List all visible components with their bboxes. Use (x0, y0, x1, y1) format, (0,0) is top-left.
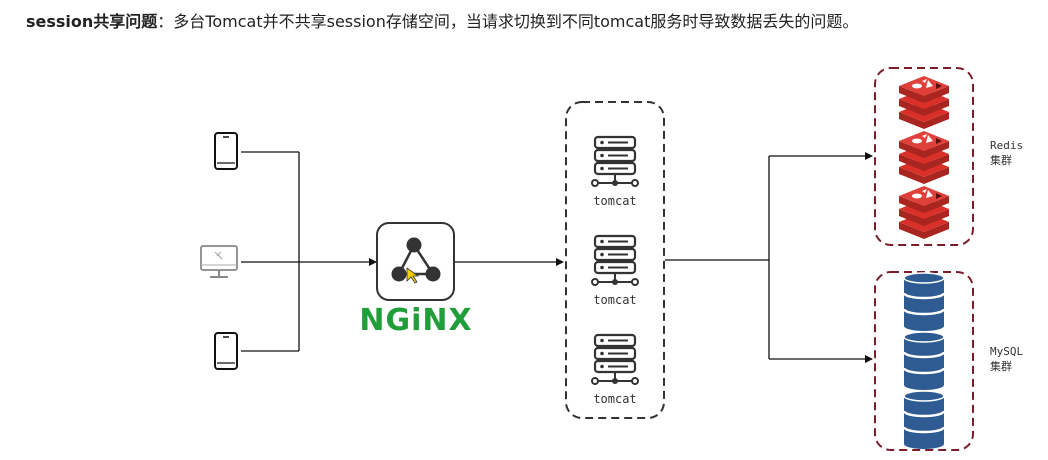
server-icon (590, 234, 640, 287)
connectors (241, 151, 873, 363)
database-icon (902, 271, 946, 333)
redis-node-1 (899, 76, 949, 129)
tomcat-label-2: tomcat (593, 293, 636, 307)
redis-cluster-box (874, 67, 974, 246)
phone-icon (214, 332, 238, 370)
heading-bold: session共享问题 (26, 12, 158, 31)
nginx-node: NGiNX (359, 222, 472, 338)
page-heading: session共享问题：多台Tomcat并不共享session存储空间，当请求切… (26, 8, 858, 32)
redis-icon (899, 186, 949, 239)
redis-node-3 (899, 186, 949, 239)
tomcat-label-3: tomcat (593, 392, 636, 406)
client-desktop (200, 245, 238, 278)
tomcat-label-1: tomcat (593, 194, 636, 208)
desktop-icon (200, 245, 238, 278)
mysql-cluster-label-line1: MySQL (990, 345, 1023, 358)
heading-rest: ：多台Tomcat并不共享session存储空间，当请求切换到不同tomcat服… (157, 12, 859, 31)
redis-cluster-label-line2: 集群 (990, 153, 1012, 167)
server-icon (590, 135, 640, 188)
tomcat-cluster-box (565, 101, 665, 419)
client-phone-bottom (214, 332, 238, 370)
database-icon (902, 330, 946, 392)
server-icon (590, 333, 640, 386)
mysql-node-2 (902, 330, 946, 392)
nginx-icon (391, 237, 441, 282)
redis-node-2 (899, 131, 949, 184)
nginx-logo-text: NGiNX (359, 303, 472, 338)
phone-icon (214, 132, 238, 170)
database-icon (902, 389, 946, 451)
client-phone-top (214, 132, 238, 170)
mysql-node-3 (902, 389, 946, 451)
redis-icon (899, 131, 949, 184)
redis-icon (899, 76, 949, 129)
cursor-icon (406, 267, 420, 284)
tomcat-node-2 (590, 234, 640, 287)
mysql-node-1 (902, 271, 946, 333)
mysql-cluster-box (874, 271, 974, 451)
tomcat-node-3 (590, 333, 640, 386)
redis-cluster-label-line1: Redis (990, 139, 1023, 152)
tomcat-node-1 (590, 135, 640, 188)
mysql-cluster-label-line2: 集群 (990, 359, 1012, 373)
